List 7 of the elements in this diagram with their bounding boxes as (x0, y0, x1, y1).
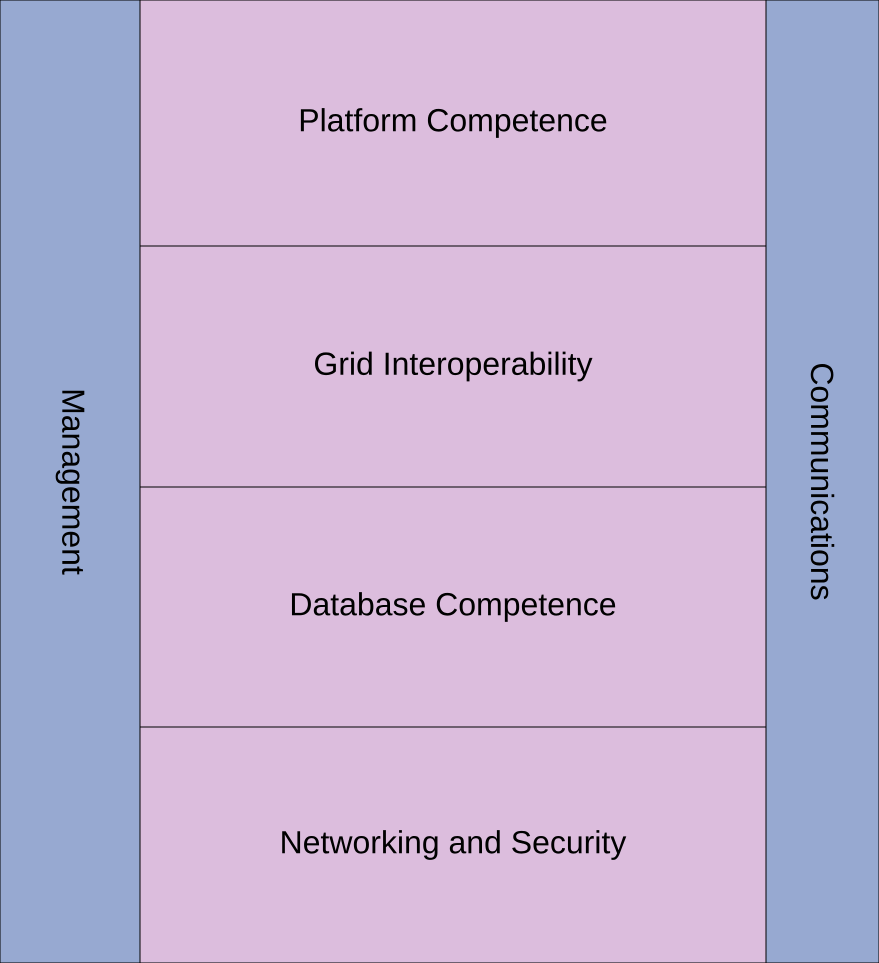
side-bar: Communications (766, 0, 879, 963)
layer-band: Grid Interoperability (140, 246, 766, 488)
node-label: Networking and Security (282, 830, 626, 860)
layer-band: Networking and Security (140, 726, 766, 963)
layer-band: Database Competence (140, 486, 766, 728)
layer-band: Platform Competence (140, 0, 766, 246)
side-bar: Management (0, 0, 140, 963)
